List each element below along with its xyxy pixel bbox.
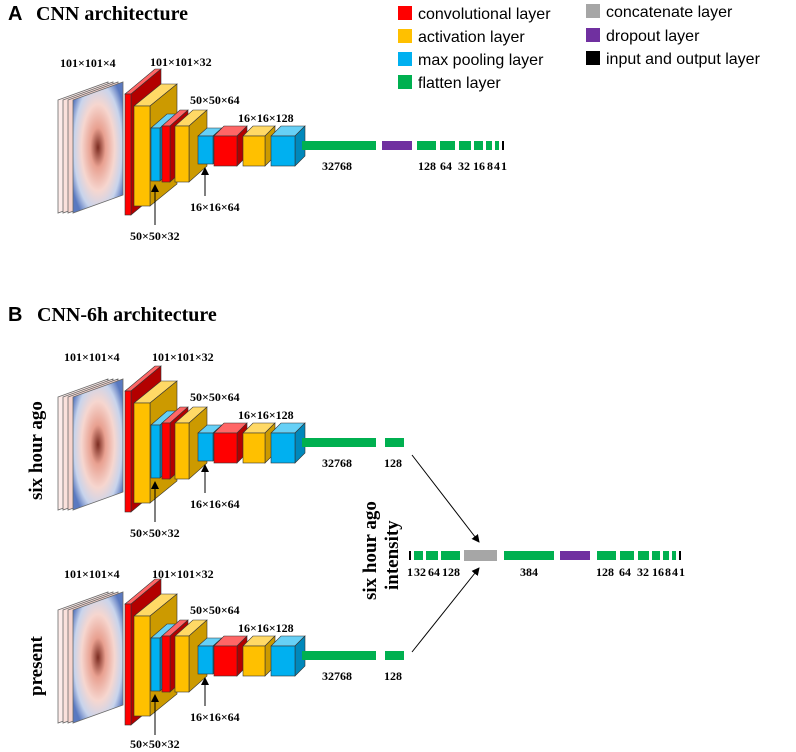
cyclone-image (72, 81, 124, 214)
top-dim-conv1: 101×101×32 (152, 350, 214, 364)
concat-size: 384 (520, 565, 538, 579)
top-dim-dense: 128 (384, 456, 402, 470)
dim-pool1: 50×50×32 (130, 229, 180, 243)
legend-label-concatenate: concatenate layer (606, 4, 733, 21)
dim-flatten: 32768 (322, 159, 352, 173)
dropout-layer (382, 141, 412, 150)
legend-label-input-output: input and output layer (606, 51, 761, 68)
dim-input: 101×101×4 (60, 56, 116, 70)
panel-b-title: CNN-6h architecture (37, 304, 217, 326)
legend-swatch-concatenate (586, 4, 600, 18)
branch-label-six-hour-ago: six hour ago (26, 401, 47, 500)
dense-size-labels: 128 64 32 16 8 4 1 (418, 159, 507, 173)
legend-label-dropout: dropout layer (606, 28, 700, 45)
dim-conv2: 50×50×64 (190, 93, 240, 107)
intensity-label-line2: intensity (382, 520, 403, 590)
flatten-layer (302, 141, 376, 150)
merge-output-layer (679, 551, 681, 560)
bottom-dim-dense: 128 (384, 669, 402, 683)
panel-a-title: CNN architecture (36, 3, 188, 25)
svg-text:64: 64 (428, 565, 440, 579)
svg-text:16: 16 (652, 565, 664, 579)
dim-pool2: 16×16×64 (190, 200, 240, 214)
merge-size-labels: 1 32 64 128 384 128 64 32 16 8 4 1 (407, 565, 685, 579)
svg-text:8: 8 (665, 565, 671, 579)
svg-text:8: 8 (487, 159, 493, 173)
svg-text:1: 1 (407, 565, 413, 579)
svg-text:64: 64 (619, 565, 631, 579)
bottom-dim-pool1: 50×50×32 (130, 737, 180, 751)
legend-swatch-dropout (586, 28, 600, 42)
top-dense-128 (385, 438, 404, 447)
intensity-input-layer (409, 551, 411, 560)
bottom-dense-128 (385, 651, 404, 660)
top-dim-pool2: 16×16×64 (190, 497, 240, 511)
top-dim-pool1: 50×50×32 (130, 526, 180, 540)
intensity-label-line1: six hour ago (360, 501, 381, 600)
svg-text:4: 4 (494, 159, 500, 173)
svg-text:1: 1 (501, 159, 507, 173)
top-flatten-layer (302, 438, 376, 447)
dim-conv3: 16×16×128 (238, 111, 294, 125)
top-dim-input: 101×101×4 (64, 350, 120, 364)
activation-layer-3 (242, 125, 276, 167)
dim-conv1: 101×101×32 (150, 55, 212, 69)
panel-b-bottom-input-images (57, 591, 124, 724)
legend-label-activation: activation layer (418, 29, 525, 46)
svg-text:128: 128 (418, 159, 436, 173)
svg-text:1: 1 (679, 565, 685, 579)
top-dim-conv2: 50×50×64 (190, 390, 240, 404)
legend-swatch-flatten (398, 75, 412, 89)
merge-layers (409, 550, 681, 561)
dense-layers (417, 141, 504, 150)
bottom-dim-flatten: 32768 (322, 669, 352, 683)
legend-swatch-activation (398, 29, 412, 43)
concatenate-layer (464, 550, 497, 561)
top-dim-flatten: 32768 (322, 456, 352, 470)
output-layer (502, 141, 504, 150)
merge-dropout-layer (560, 551, 590, 560)
legend-label-flatten: flatten layer (418, 75, 501, 92)
legend-swatch-max-pooling (398, 52, 412, 66)
panel-b-top-input-images (57, 378, 124, 511)
svg-text:128: 128 (442, 565, 460, 579)
bottom-dim-pool2: 16×16×64 (190, 710, 240, 724)
svg-text:64: 64 (440, 159, 452, 173)
legend-swatch-convolutional (398, 6, 412, 20)
legend: convolutional layer activation layer max… (398, 4, 761, 92)
bottom-dim-conv1: 101×101×32 (152, 567, 214, 581)
bottom-dim-conv2: 50×50×64 (190, 603, 240, 617)
max-pooling-layer-3 (270, 125, 306, 167)
svg-text:4: 4 (672, 565, 678, 579)
panel-a-letter: A (8, 3, 22, 25)
bottom-dim-input: 101×101×4 (64, 567, 120, 581)
legend-swatch-input-output (586, 51, 600, 65)
svg-text:32: 32 (414, 565, 426, 579)
bottom-flatten-layer (302, 651, 376, 660)
merge-arrow-bottom (411, 567, 480, 653)
top-dim-conv3: 16×16×128 (238, 408, 294, 422)
panel-b-letter: B (8, 304, 22, 326)
panel-a-input-images (57, 81, 124, 214)
panel-b-top-branch: 101×101×4 101×101×32 50×50×64 16×16×128 … (57, 350, 404, 540)
legend-label-max-pooling: max pooling layer (418, 52, 544, 69)
svg-text:128: 128 (596, 565, 614, 579)
svg-text:32: 32 (458, 159, 470, 173)
panel-b-bottom-branch: 101×101×4 101×101×32 50×50×64 16×16×128 … (57, 567, 404, 751)
conv-layer-3 (213, 125, 248, 167)
svg-text:16: 16 (473, 159, 485, 173)
panel-a-network: 101×101×4 101×101×32 50×50×64 16×16×128 … (57, 55, 507, 243)
legend-label-convolutional: convolutional layer (418, 6, 551, 23)
branch-label-present: present (26, 636, 47, 696)
svg-text:32: 32 (637, 565, 649, 579)
merge-arrow-top (411, 454, 480, 543)
bottom-dim-conv3: 16×16×128 (238, 621, 294, 635)
